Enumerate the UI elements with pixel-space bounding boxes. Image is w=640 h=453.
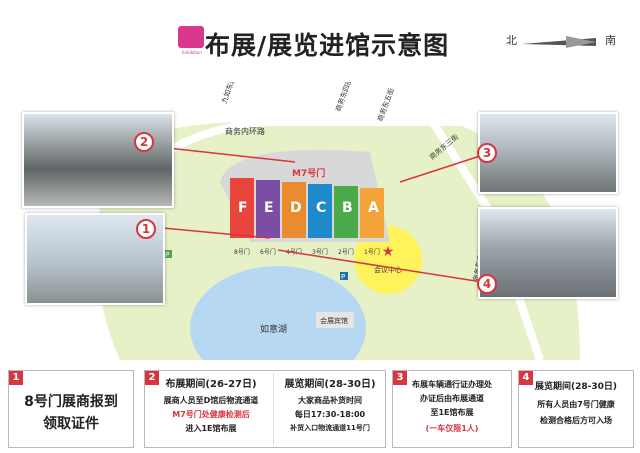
gate-label: 2号门: [338, 248, 354, 256]
hall-label-D: D: [290, 200, 302, 216]
photo-callout-2: [22, 112, 174, 208]
compass-needle-icon: [522, 36, 596, 48]
top-gate-label: M7号门: [292, 167, 325, 179]
hall-A: [360, 188, 384, 238]
compass-north-label: 北: [506, 34, 517, 47]
hall-B: [334, 186, 358, 238]
callout-number-2: 2: [134, 132, 154, 152]
hall-label-C: C: [316, 200, 326, 216]
panel-2-line-2: M7号门处健康检测后: [172, 410, 250, 419]
panel-4: 4 展览期间(28-30日) 所有人员由7号门健康 检测合格后方可入场: [518, 370, 634, 448]
panel-1-badge: 1: [9, 371, 23, 385]
panel-4-line-1: 所有人员由7号门健康: [537, 400, 615, 409]
panel-3: 3 布展车辆通行证办理处 办证后由布展通道 至1E馆布展 (一车仅限1人): [392, 370, 512, 448]
panel-2-line-3: 进入1E馆布展: [185, 424, 237, 433]
panel-1: 1 8号门展商报到 领取证件: [8, 370, 134, 448]
parking-icon: P: [165, 251, 169, 259]
lake: [190, 266, 366, 360]
hall-C: [308, 184, 332, 238]
panel-2b-line-3: 补货入口物流通道11号门: [290, 424, 370, 432]
hall-label-B: B: [342, 200, 353, 216]
page-title: 布展/展览进馆示意图: [205, 31, 450, 60]
panel-4-line-2: 检测合格后方可入场: [540, 416, 612, 425]
panel-2b-line-2: 每日17:30-18:00: [294, 410, 366, 419]
road-label-inner-ring: 商务内环路: [225, 126, 265, 136]
gate-label: 8号门: [234, 248, 250, 256]
hall-D: [282, 182, 306, 238]
callout-number-1: 1: [136, 219, 156, 239]
panel-3-line-2: 办证后由布展通道: [420, 394, 484, 403]
panel-2-badge: 2: [145, 371, 159, 385]
panel-3-badge: 3: [393, 371, 407, 385]
place-conference: 会议中心: [374, 265, 402, 274]
gate-label: 3号门: [312, 248, 328, 256]
panel-3-line-1: 布展车辆通行证办理处: [412, 380, 492, 389]
hall-label-E: E: [264, 200, 274, 216]
panel-4-heading: 展览期间(28-30日): [534, 382, 617, 392]
callout-number-4: 4: [477, 274, 497, 294]
panel-1-line-1: 8号门展商报到: [24, 394, 118, 410]
photo-callout-4: [478, 207, 618, 299]
hall-F: [230, 178, 254, 238]
place-hotel: 会展宾馆: [320, 316, 348, 325]
panel-2-line-1: 展商人员至D馆后物流通道: [163, 396, 259, 405]
panel-3-line-3: 至1E馆布展: [430, 408, 474, 417]
gate-label: 6号门: [260, 248, 276, 256]
info-panels: 1 8号门展商报到 领取证件 2 布展期间(26-27日) 展商人员至D馆后物流…: [8, 370, 634, 448]
hall-E: [256, 180, 280, 238]
hall-label-A: A: [368, 200, 379, 216]
panel-2: 2 布展期间(26-27日) 展商人员至D馆后物流通道 M7号门处健康检测后 进…: [144, 370, 386, 448]
svg-text:★: ★: [382, 244, 395, 260]
gate-label: 1号门: [364, 248, 380, 256]
brand-logo: Exhibition: [178, 26, 206, 58]
callout-number-3: 3: [477, 143, 497, 163]
place-lake: 如意湖: [260, 323, 287, 335]
panel-4-badge: 4: [519, 371, 533, 385]
parking-icon-2: P: [341, 273, 345, 281]
panel-2b-line-1: 大家商品补货时间: [298, 396, 362, 405]
conference-center: [354, 226, 422, 294]
compass: 北 南: [506, 32, 616, 52]
panel-2b-heading: 展览期间(28-30日): [284, 379, 376, 390]
panel-2-heading: 布展期间(26-27日): [165, 379, 257, 390]
compass-south-label: 南: [605, 34, 616, 47]
hall-label-F: F: [238, 200, 248, 216]
photo-callout-3: [478, 112, 618, 194]
panel-1-line-2: 领取证件: [43, 416, 99, 432]
panel-3-note: (一车仅限1人): [425, 424, 479, 433]
